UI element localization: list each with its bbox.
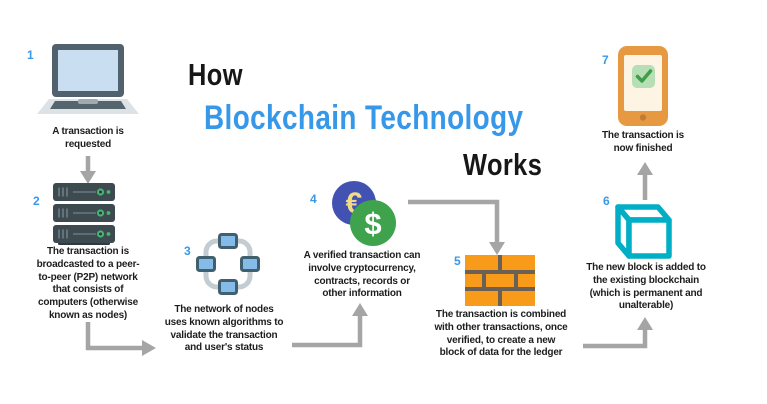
laptop-icon (33, 44, 143, 119)
currency-coins-icon: € $ (330, 180, 398, 248)
arrow-step2-step3 (85, 322, 143, 351)
step-1-number: 1 (27, 48, 34, 62)
arrowhead-up-icon (637, 317, 653, 330)
svg-text:$: $ (364, 206, 381, 241)
step-2-number: 2 (33, 194, 40, 208)
arrow-step5-step6 (583, 329, 648, 349)
title-blockchain-technology: Blockchain Technology (204, 99, 524, 137)
step-3-number: 3 (184, 244, 191, 258)
arrowhead-up-icon (637, 162, 653, 175)
step-5-caption: The transaction is combined with other t… (434, 309, 568, 359)
step-2-caption: The transaction is broadcasted to a peer… (36, 246, 140, 321)
step-1-caption: A transaction is requested (52, 126, 124, 150)
node-network-icon (196, 233, 260, 295)
arrowhead-up-icon (352, 303, 368, 316)
arrow-step4-step5 (408, 199, 500, 243)
smartphone-check-icon (618, 46, 668, 126)
step-5-number: 5 (454, 254, 461, 268)
step-7-number: 7 (602, 53, 609, 67)
step-7-caption: The transaction is now finished (602, 130, 684, 154)
step-4-number: 4 (310, 192, 317, 206)
step-4-caption: A verified transaction can involve crypt… (303, 250, 421, 300)
step-6-caption: The new block is added to the existing b… (586, 262, 706, 312)
brick-wall-icon (465, 255, 535, 306)
step-3-caption: The network of nodes uses known algorith… (164, 304, 284, 354)
arrowhead-down-icon (489, 242, 505, 255)
title-works: Works (463, 147, 543, 182)
cube-icon (615, 202, 675, 260)
server-stack-icon (53, 183, 115, 246)
title-how: How (188, 57, 243, 92)
step-6-number: 6 (603, 194, 610, 208)
